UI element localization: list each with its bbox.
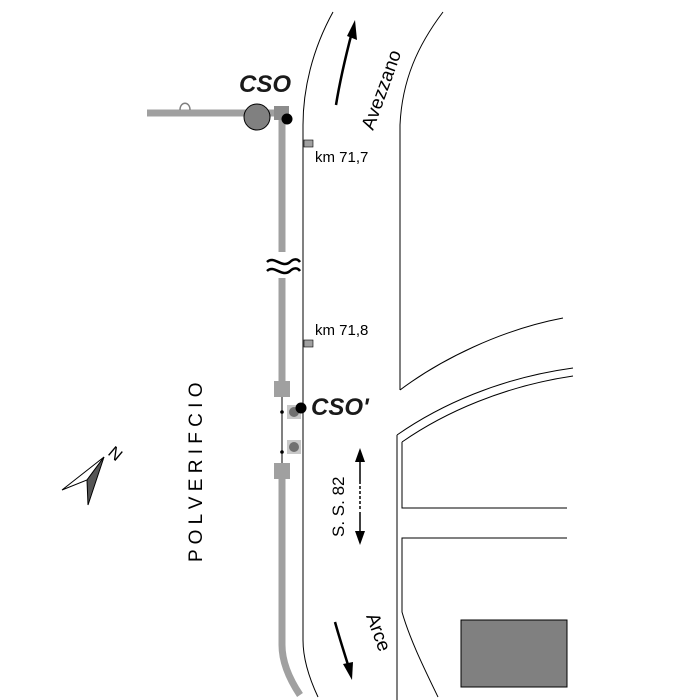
junction-lower-edge-inner bbox=[401, 375, 574, 443]
junction-lower-edge-outer bbox=[396, 367, 574, 436]
road-outlines bbox=[302, 11, 574, 700]
double-arrow-icon bbox=[355, 448, 365, 545]
label-cso: CSO bbox=[239, 71, 291, 98]
side-street-edge bbox=[401, 537, 567, 698]
arrow-avezzano-icon bbox=[334, 20, 357, 106]
main-road-east-edge-upper bbox=[399, 11, 444, 390]
main-road-west-edge bbox=[302, 11, 334, 698]
building bbox=[460, 619, 568, 688]
pipe-loop bbox=[179, 102, 191, 111]
label-avezzano: Avezzano bbox=[358, 47, 406, 132]
label-km-71-7: km 71,7 bbox=[315, 149, 368, 166]
pipe-joint-mid bbox=[274, 381, 290, 397]
valve-node-1 bbox=[280, 410, 284, 414]
label-cso-prime: CSO' bbox=[311, 394, 370, 421]
cso-chamber bbox=[243, 103, 271, 131]
label-ss82: S. S. 82 bbox=[329, 477, 348, 537]
valve-node-2 bbox=[280, 450, 284, 454]
arrow-arce-icon bbox=[333, 621, 353, 680]
junction-upper-edge bbox=[399, 317, 564, 391]
km-marker-1 bbox=[303, 139, 314, 148]
pipeline-vertical bbox=[278, 113, 303, 697]
label-km-71-8: km 71,8 bbox=[315, 322, 368, 339]
north-arrow-icon: N bbox=[61, 443, 126, 506]
label-polverifcio: P O L V E R I F C I O bbox=[186, 383, 207, 563]
pipe-joint-low bbox=[274, 463, 290, 479]
pipeline bbox=[147, 109, 303, 697]
marker-dot-2 bbox=[289, 442, 299, 452]
cso-point-top bbox=[281, 113, 293, 125]
north-label: N bbox=[104, 443, 126, 465]
east-road-edge-b bbox=[401, 442, 567, 509]
label-arce: Arce bbox=[361, 611, 394, 655]
cso-point-bottom bbox=[295, 402, 307, 414]
break-mark-icon bbox=[264, 252, 302, 278]
km-marker-2 bbox=[303, 339, 314, 348]
